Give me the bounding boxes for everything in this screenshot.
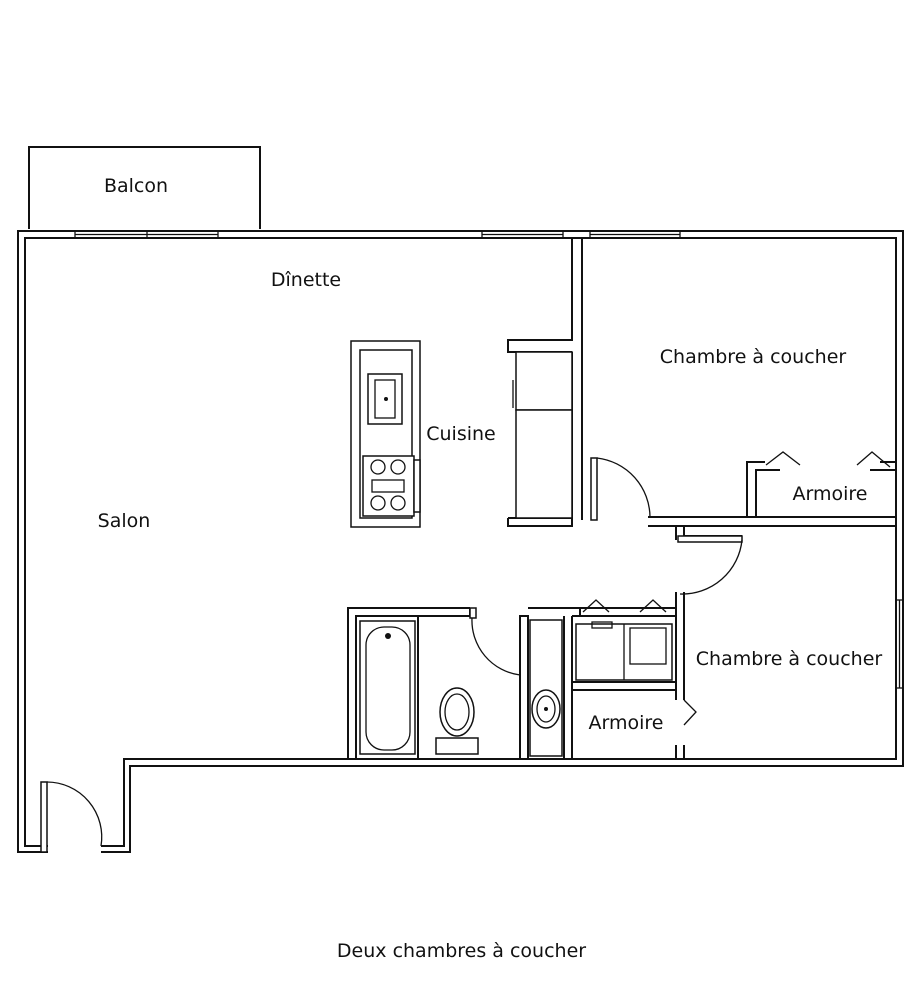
- bathtub-icon: [359, 620, 416, 755]
- vanity-sink-icon: [529, 619, 563, 757]
- room-label-kitchen: Cuisine: [426, 423, 496, 445]
- room-label-closet-2: Armoire: [589, 712, 664, 734]
- room-label-bedroom-2: Chambre à coucher: [696, 648, 883, 670]
- balcony: [28, 146, 261, 229]
- kitchen-counter: [350, 340, 421, 528]
- entrance-door: [40, 781, 103, 853]
- room-label-balcony: Balcon: [104, 175, 168, 197]
- room-label-living: Salon: [98, 510, 151, 532]
- room-label-dining: Dînette: [271, 269, 341, 291]
- room-label-closet-1: Armoire: [793, 483, 868, 505]
- fridge: [512, 351, 573, 519]
- plan-caption: Deux chambres à coucher: [336, 940, 587, 962]
- toilet-icon: [435, 687, 479, 755]
- stove-icon: [362, 455, 421, 517]
- washer-dryer-icon: [575, 621, 673, 681]
- room-label-bedroom-1: Chambre à coucher: [660, 346, 847, 368]
- exterior-walls: [17, 230, 904, 853]
- interior-doors: [469, 457, 743, 676]
